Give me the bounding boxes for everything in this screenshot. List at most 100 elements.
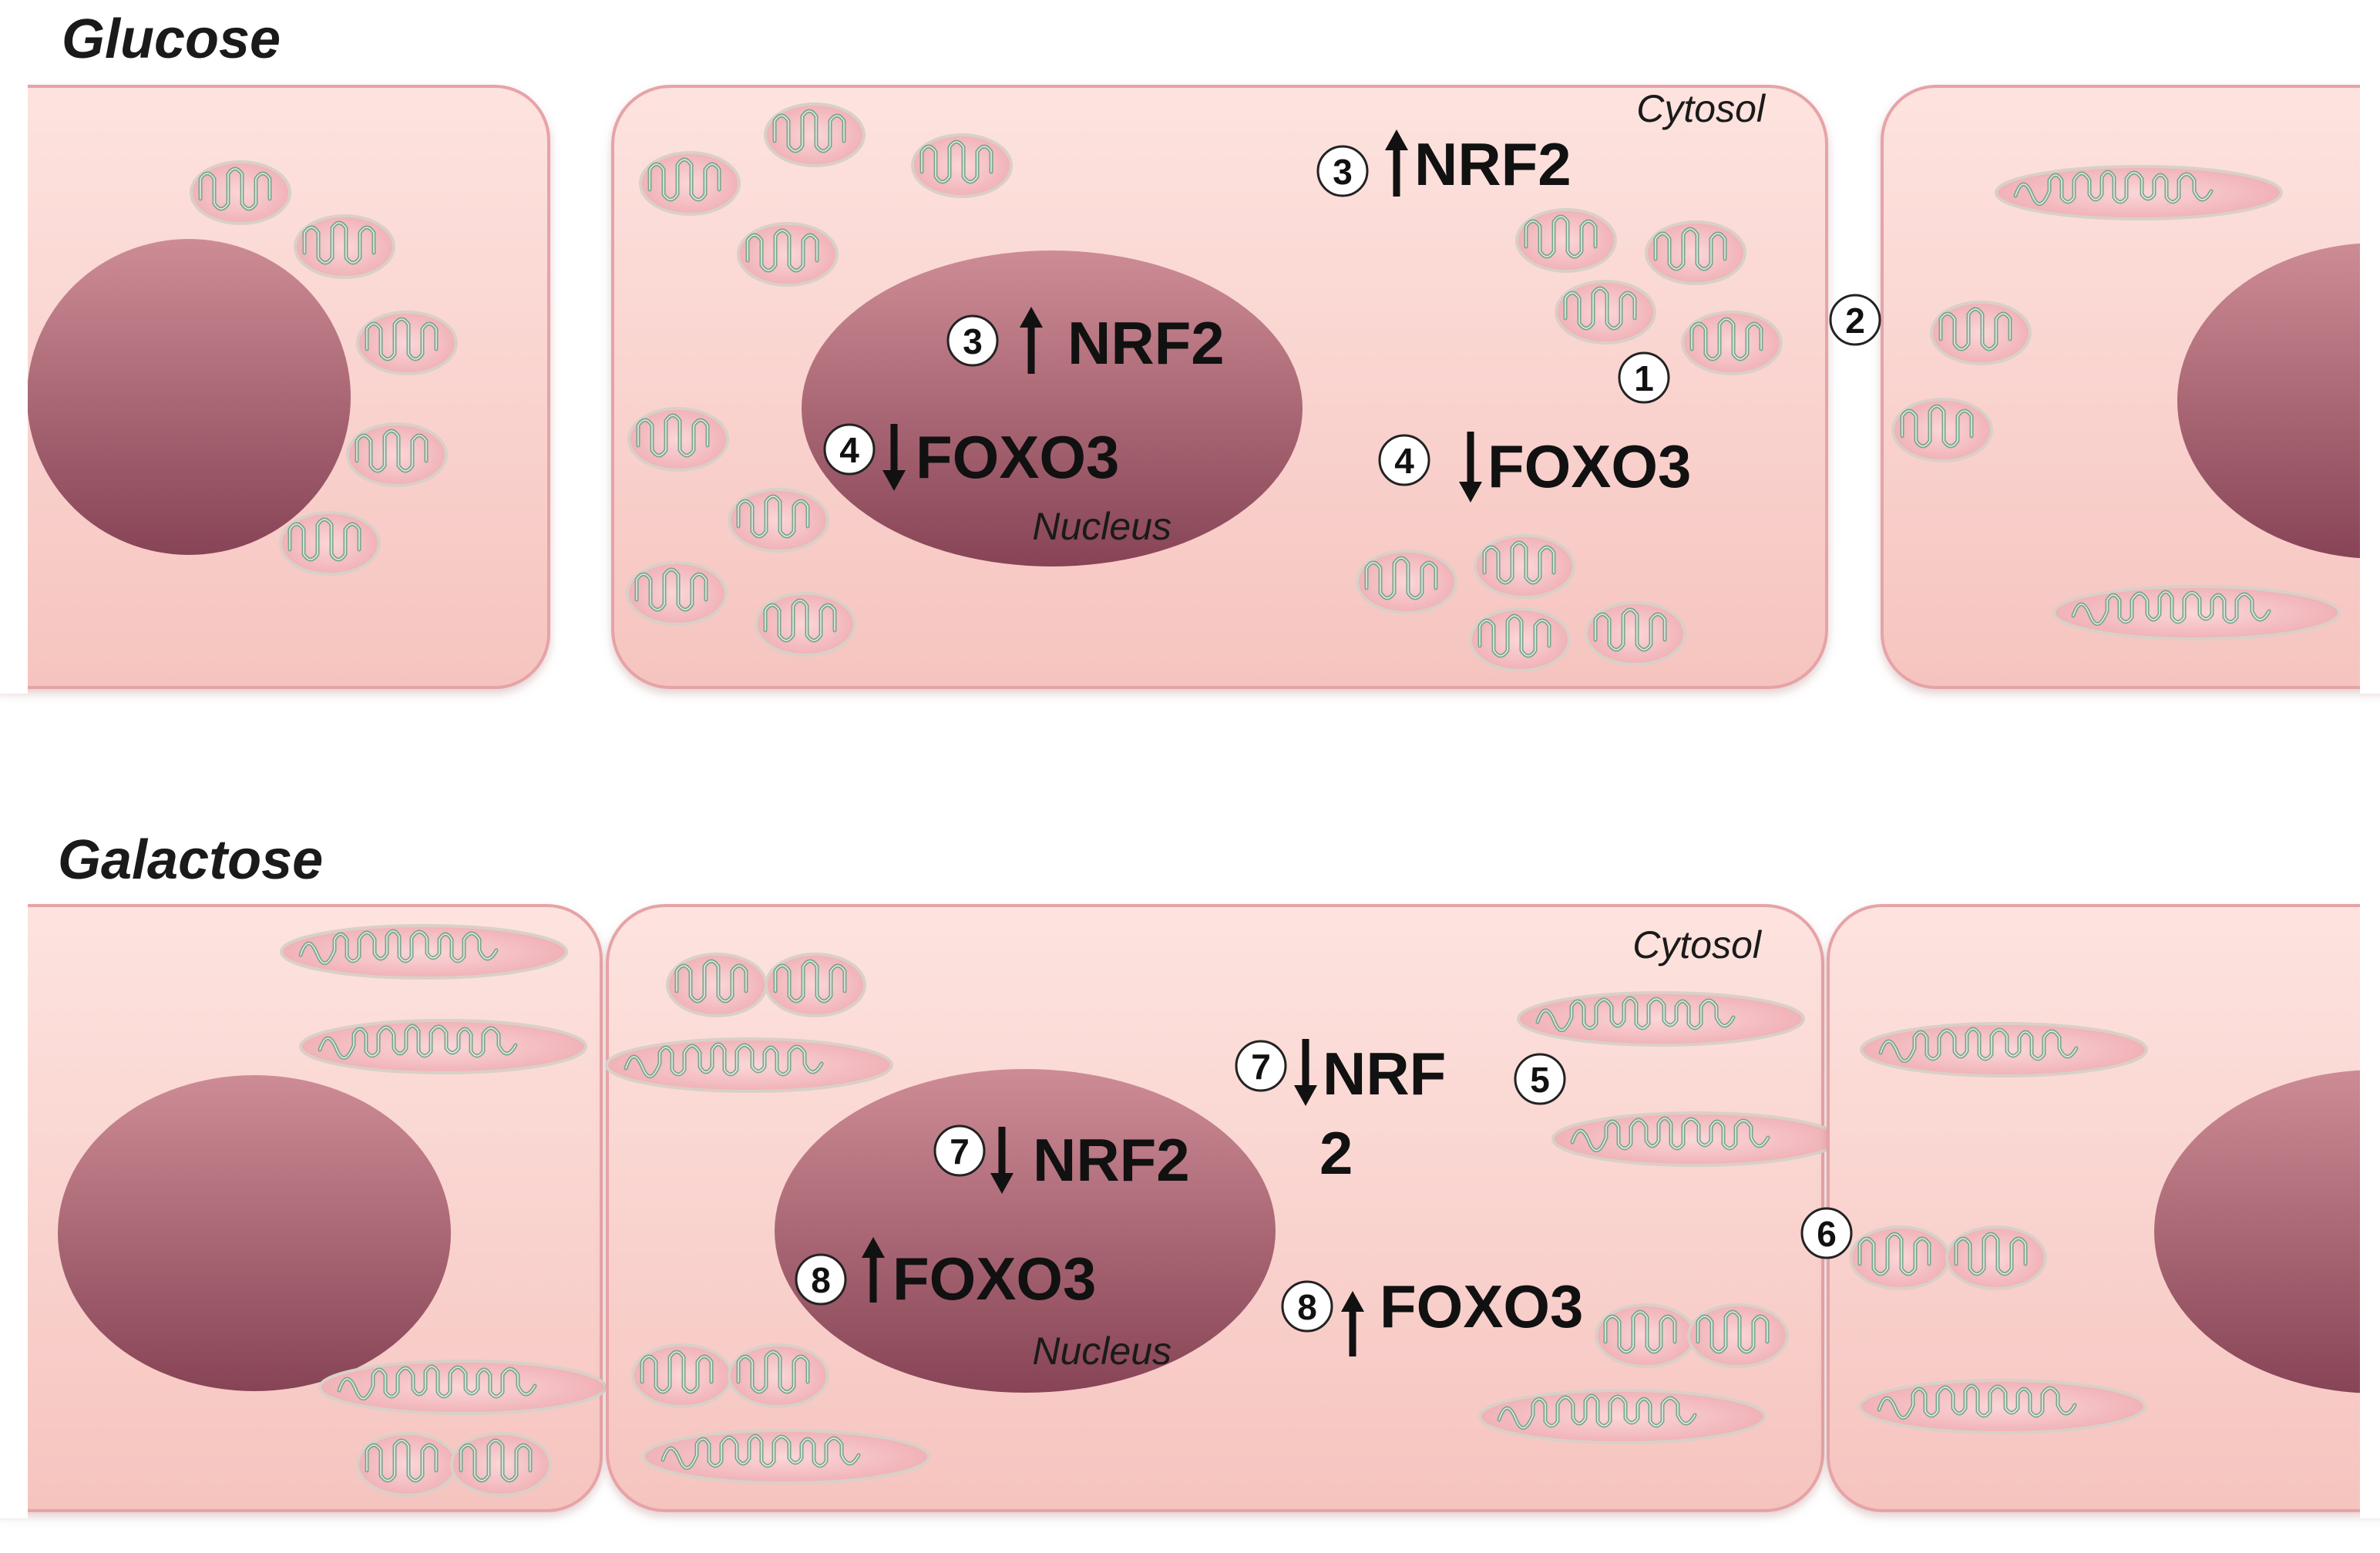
mitochondrion — [1996, 166, 2281, 219]
mitochondrion — [301, 1020, 586, 1073]
galactose-cytosol-label: Cytosol — [1632, 923, 1763, 966]
svg-text:5: 5 — [1530, 1060, 1550, 1100]
mitochondrion — [1480, 1390, 1765, 1443]
mitochondrion — [765, 104, 864, 166]
mitochondrion — [640, 153, 739, 214]
galactose-right-cell — [1827, 898, 2380, 1518]
galactose-center-cell: Cytosol Nucleus 7 NRF — [607, 904, 1838, 1512]
glucose-center-cell: Cytosol Nucleus 3 — [611, 85, 1828, 689]
down-arrow-icon — [990, 1127, 1014, 1194]
mitochondrion — [1517, 210, 1615, 271]
mitochondrion — [191, 162, 290, 224]
svg-text:7: 7 — [950, 1131, 970, 1171]
mitochondrion — [295, 216, 394, 277]
mitochondrion — [1553, 1113, 1838, 1165]
glucose-marker-3-cytosol: 3 NRF2 — [1316, 129, 1572, 198]
galactose-nrf2-cytosol-label-line1: NRF — [1323, 1040, 1446, 1108]
mitochondrion — [1851, 1227, 1949, 1289]
galactose-nrf2-cytosol-label-line2: 2 — [1319, 1119, 1353, 1187]
mitochondrion — [1357, 551, 1456, 613]
down-arrow-icon — [882, 424, 906, 491]
glucose-nucleus-label: Nucleus — [1032, 505, 1172, 548]
galactose-panel: Galactose Cytosol Nucleus — [0, 829, 2380, 1518]
glucose-foxo3-cytosol-label: FOXO3 — [1488, 432, 1691, 500]
galactose-marker-6: 6 — [1800, 1207, 1853, 1259]
mitochondrion — [1931, 302, 2030, 364]
galactose-left-cell — [0, 898, 605, 1518]
mitochondrion — [766, 954, 865, 1016]
glucose-title: Glucose — [62, 8, 281, 70]
mitochondrion — [348, 424, 446, 486]
mitochondrion — [1947, 1227, 2046, 1289]
glucose-marker-3-nucleus: 3 NRF2 — [946, 307, 1225, 377]
svg-text:3: 3 — [1333, 152, 1353, 192]
galactose-foxo3-nucleus-label: FOXO3 — [892, 1245, 1096, 1313]
galactose-marker-7-cytosol: 7 NRF 2 — [1235, 1039, 1446, 1187]
svg-text:6: 6 — [1817, 1214, 1837, 1254]
glucose-nrf2-cytosol-label: NRF2 — [1414, 130, 1572, 198]
mitochondrion — [629, 408, 728, 470]
up-arrow-icon — [1385, 129, 1408, 197]
glucose-cytosol-label: Cytosol — [1636, 87, 1767, 130]
mitochondrion — [756, 593, 855, 655]
mitochondrion — [1556, 281, 1655, 343]
glucose-marker-1: 1 — [1618, 351, 1670, 404]
mitochondrion — [2054, 587, 2339, 639]
galactose-marker-7-nucleus: 7 NRF2 — [933, 1124, 1190, 1194]
mitochondrion — [1586, 603, 1685, 664]
glucose-left-cell — [0, 77, 550, 694]
galactose-marker-5: 5 — [1514, 1053, 1566, 1105]
galactose-marker-8-nucleus: 8 FOXO3 — [795, 1237, 1096, 1313]
svg-text:2: 2 — [1845, 301, 1865, 341]
mitochondrion — [644, 1430, 929, 1483]
up-arrow-icon — [1341, 1291, 1364, 1356]
galactose-foxo3-cytosol-label: FOXO3 — [1380, 1272, 1583, 1340]
mitochondrion — [729, 1345, 828, 1407]
glucose-right-nucleus — [2177, 243, 2380, 559]
glucose-panel: Glucose Cytosol Nucleus — [0, 8, 2380, 694]
mitochondrion — [1860, 1380, 2145, 1433]
mitochondrion — [358, 1434, 456, 1495]
down-arrow-icon — [1459, 432, 1482, 503]
galactose-nucleus — [775, 1069, 1276, 1393]
mitochondrion — [358, 312, 456, 374]
up-arrow-icon — [1020, 307, 1043, 374]
mitochondrion — [320, 1361, 605, 1413]
galactose-left-nucleus — [58, 1075, 451, 1391]
mitochondrion — [281, 926, 566, 978]
mitochondrion — [738, 224, 837, 285]
mitochondrion — [1861, 1024, 2146, 1076]
down-arrow-icon — [1294, 1039, 1317, 1106]
glucose-nucleus — [802, 250, 1303, 566]
svg-text:8: 8 — [1297, 1287, 1317, 1327]
glucose-foxo3-nucleus-label: FOXO3 — [916, 423, 1119, 491]
mitochondrion — [607, 1039, 892, 1091]
mitochondrion — [1475, 536, 1574, 597]
galactose-nrf2-nucleus-label: NRF2 — [1033, 1126, 1190, 1194]
mitochondrion — [1471, 609, 1569, 671]
glucose-nrf2-nucleus-label: NRF2 — [1067, 309, 1225, 377]
mitochondrion — [1682, 312, 1781, 374]
mitochondrion — [633, 1345, 731, 1407]
mitochondrion — [627, 563, 726, 624]
svg-text:3: 3 — [963, 321, 983, 361]
mitochondrion — [729, 489, 828, 551]
glucose-marker-4-cytosol: 4 FOXO3 — [1378, 432, 1691, 503]
galactose-marker-8-cytosol: 8 FOXO3 — [1281, 1272, 1583, 1356]
glucose-marker-2: 2 — [1829, 294, 1881, 346]
mitochondrion — [913, 135, 1011, 197]
svg-text:4: 4 — [1394, 441, 1414, 481]
galactose-nucleus-label: Nucleus — [1032, 1329, 1172, 1373]
galactose-title: Galactose — [58, 829, 323, 891]
mitochondrion — [1646, 222, 1745, 284]
up-arrow-icon — [862, 1237, 885, 1303]
svg-text:1: 1 — [1634, 358, 1654, 398]
glucose-right-cell — [1881, 77, 2380, 694]
svg-text:4: 4 — [839, 430, 859, 470]
glucose-left-nucleus — [27, 239, 351, 555]
mitochondrion — [667, 954, 766, 1016]
svg-text:7: 7 — [1251, 1047, 1271, 1087]
svg-text:8: 8 — [811, 1260, 831, 1300]
